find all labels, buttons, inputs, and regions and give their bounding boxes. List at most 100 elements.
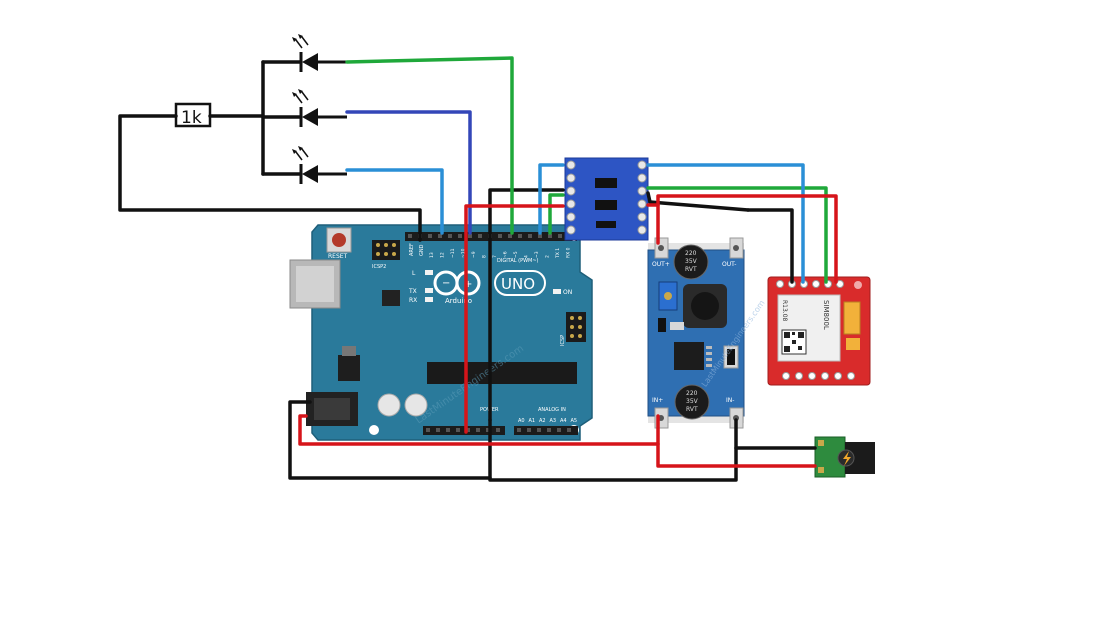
header-hole [517, 428, 521, 432]
gsm-bottom-pin [847, 372, 855, 380]
level-shifter-pin [637, 186, 647, 196]
antenna-connector [843, 301, 861, 335]
header-hole [448, 234, 452, 238]
header-hole [558, 234, 562, 238]
header-hole [466, 428, 470, 432]
level-shifter-pin [637, 160, 647, 170]
wire-blue-led2 [345, 110, 472, 235]
cap-value-top: 220 [685, 250, 697, 257]
light-arrow [301, 148, 309, 158]
logic-level-shifter [564, 157, 649, 241]
header-hole [428, 234, 432, 238]
cap-brand-top: RVT [685, 266, 697, 273]
arduino-logo: − + Arduino [433, 270, 481, 305]
gnd-label: GND [419, 244, 425, 256]
wire-red-converter-to-jack [656, 442, 817, 468]
led-indicator-3 [292, 146, 347, 184]
dc-power-jack [814, 436, 875, 478]
digital-pin-label: 4 [524, 255, 530, 258]
analog-pin-label: A0 [518, 418, 525, 424]
wire-red-5v-to-ls [464, 204, 565, 434]
in-plus-label: IN+ [652, 397, 663, 404]
light-arrow-head [298, 146, 303, 151]
icsp2-label: ICSP2 [372, 264, 386, 270]
sim800l-model: SIM800L [822, 300, 830, 330]
digital-pin-label: ~3 [534, 251, 540, 258]
digital-pin-label: 7 [492, 255, 498, 258]
light-arrow-head [292, 37, 297, 42]
level-shifter-pin [637, 199, 647, 209]
wire-gnd-converter-to-gsm [746, 208, 794, 284]
analog-pin-label: A5 [571, 418, 578, 424]
digital-pin-label: ~6 [503, 251, 509, 258]
header-hole [537, 428, 541, 432]
digital-pin-label: ~10 [461, 248, 467, 258]
header-hole [567, 428, 571, 432]
wire-green-ls-to-gsm [548, 193, 565, 235]
gsm-bottom-pin [821, 372, 829, 380]
usb-chip [382, 290, 400, 306]
led-tx-label: TX [408, 288, 417, 295]
header-hole [468, 234, 472, 238]
header-hole [538, 234, 542, 238]
level-shifter-pin [566, 173, 576, 183]
resistor-label: 1k [181, 108, 202, 128]
cap-rating-bottom: 35V [686, 398, 699, 405]
gsm-bottom-pin [795, 372, 803, 380]
light-arrow-head [292, 149, 297, 154]
analog-pin-label: A4 [560, 418, 567, 424]
digital-pin-label: 12 [440, 252, 446, 258]
diode-triangle [302, 108, 318, 126]
header-hole [557, 428, 561, 432]
analog-pin-label: A2 [539, 418, 546, 424]
gsm-pin [776, 280, 784, 288]
wire-green-ls-top [646, 186, 828, 284]
regulator-ic [674, 342, 704, 370]
gsm-bottom-pin [782, 372, 790, 380]
header-hole [408, 234, 412, 238]
header-hole [456, 428, 460, 432]
digital-pin-label: 2 [545, 255, 551, 258]
capacitor-1 [377, 393, 401, 417]
power-header [423, 426, 505, 435]
light-arrow-head [298, 34, 303, 39]
led-rx-label: RX [409, 297, 417, 304]
icsp2-header: ICSP2 [372, 240, 400, 270]
resistor-1k: 1k [174, 102, 212, 128]
dc-dc-buck-converter: OUT+ OUT- IN+ IN- 220 35V RVT 220 35V RV… [647, 237, 767, 429]
digital-pin-label: ~11 [450, 248, 456, 258]
header-hole [476, 428, 480, 432]
capacitor-2 [404, 393, 428, 417]
wire-gnd-arduino-bottom [488, 418, 738, 482]
level-shifter-pin [566, 160, 576, 170]
level-shifter-pin [566, 186, 576, 196]
wire-lightblue-led3 [345, 168, 444, 235]
header-hole [486, 428, 490, 432]
analog-label: ANALOG IN [538, 407, 566, 413]
qr-code [781, 329, 807, 355]
light-arrow [301, 91, 309, 101]
header-hole [527, 428, 531, 432]
digital-pin-label: ~9 [471, 251, 477, 258]
light-arrow-head [298, 89, 303, 94]
wire-lightblue-ls-left [538, 163, 565, 235]
diode-triangle [302, 53, 318, 71]
level-shifter-pin [566, 212, 576, 222]
header-hole [547, 428, 551, 432]
wire-lightblue-ls-to-gsm [646, 163, 805, 284]
svg-text:+: + [464, 279, 472, 290]
out-minus-label: OUT- [722, 261, 736, 268]
led-l [425, 270, 433, 275]
light-arrow [295, 94, 303, 104]
cap-value-bottom: 220 [686, 390, 698, 397]
icsp-label: ICSP [560, 335, 566, 346]
analog-header [514, 426, 578, 435]
wire-gnd-ls-to-converter [646, 191, 750, 212]
led-on [553, 289, 561, 294]
input-capacitor [674, 384, 710, 420]
sim800l-chip-text: R13.08 [781, 300, 788, 322]
wire-red-out-to-gsm [656, 194, 838, 284]
light-arrow [295, 151, 303, 161]
